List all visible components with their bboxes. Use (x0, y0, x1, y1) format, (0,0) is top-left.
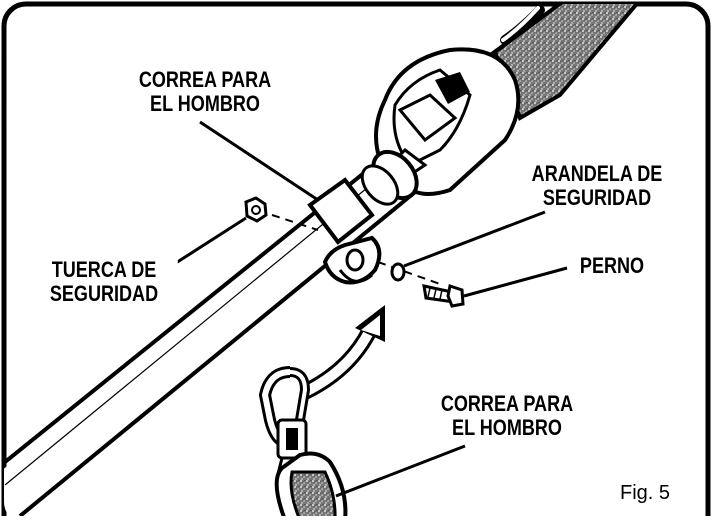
label-strap-bottom: CORREA PARA EL HOMBRO (427, 392, 587, 440)
label-lock-washer: ARANDELA DE SEGURIDAD (517, 162, 677, 210)
label-strap-top: CORREA PARA EL HOMBRO (125, 68, 285, 116)
upper-handle-grip (466, 4, 645, 121)
figure-number: Fig. 5 (620, 482, 671, 504)
leader-lock-nut (167, 216, 247, 270)
lock-washer-part (390, 262, 406, 282)
leader-lock-washer (403, 210, 546, 268)
leader-bolt (463, 266, 568, 298)
engine-housing (360, 47, 521, 206)
attach-arrow (301, 305, 385, 400)
strap-bracket (307, 177, 382, 285)
label-bolt: PERNO (569, 254, 655, 278)
leader-lines (167, 120, 568, 498)
leader-strap-top (199, 120, 319, 202)
leader-strap-bottom (335, 444, 466, 498)
lock-nut-part (244, 196, 268, 223)
strap-webbing (274, 451, 348, 521)
bolt-part (422, 284, 465, 308)
label-lock-nut: TUERCA DE SEGURIDAD (30, 258, 178, 306)
